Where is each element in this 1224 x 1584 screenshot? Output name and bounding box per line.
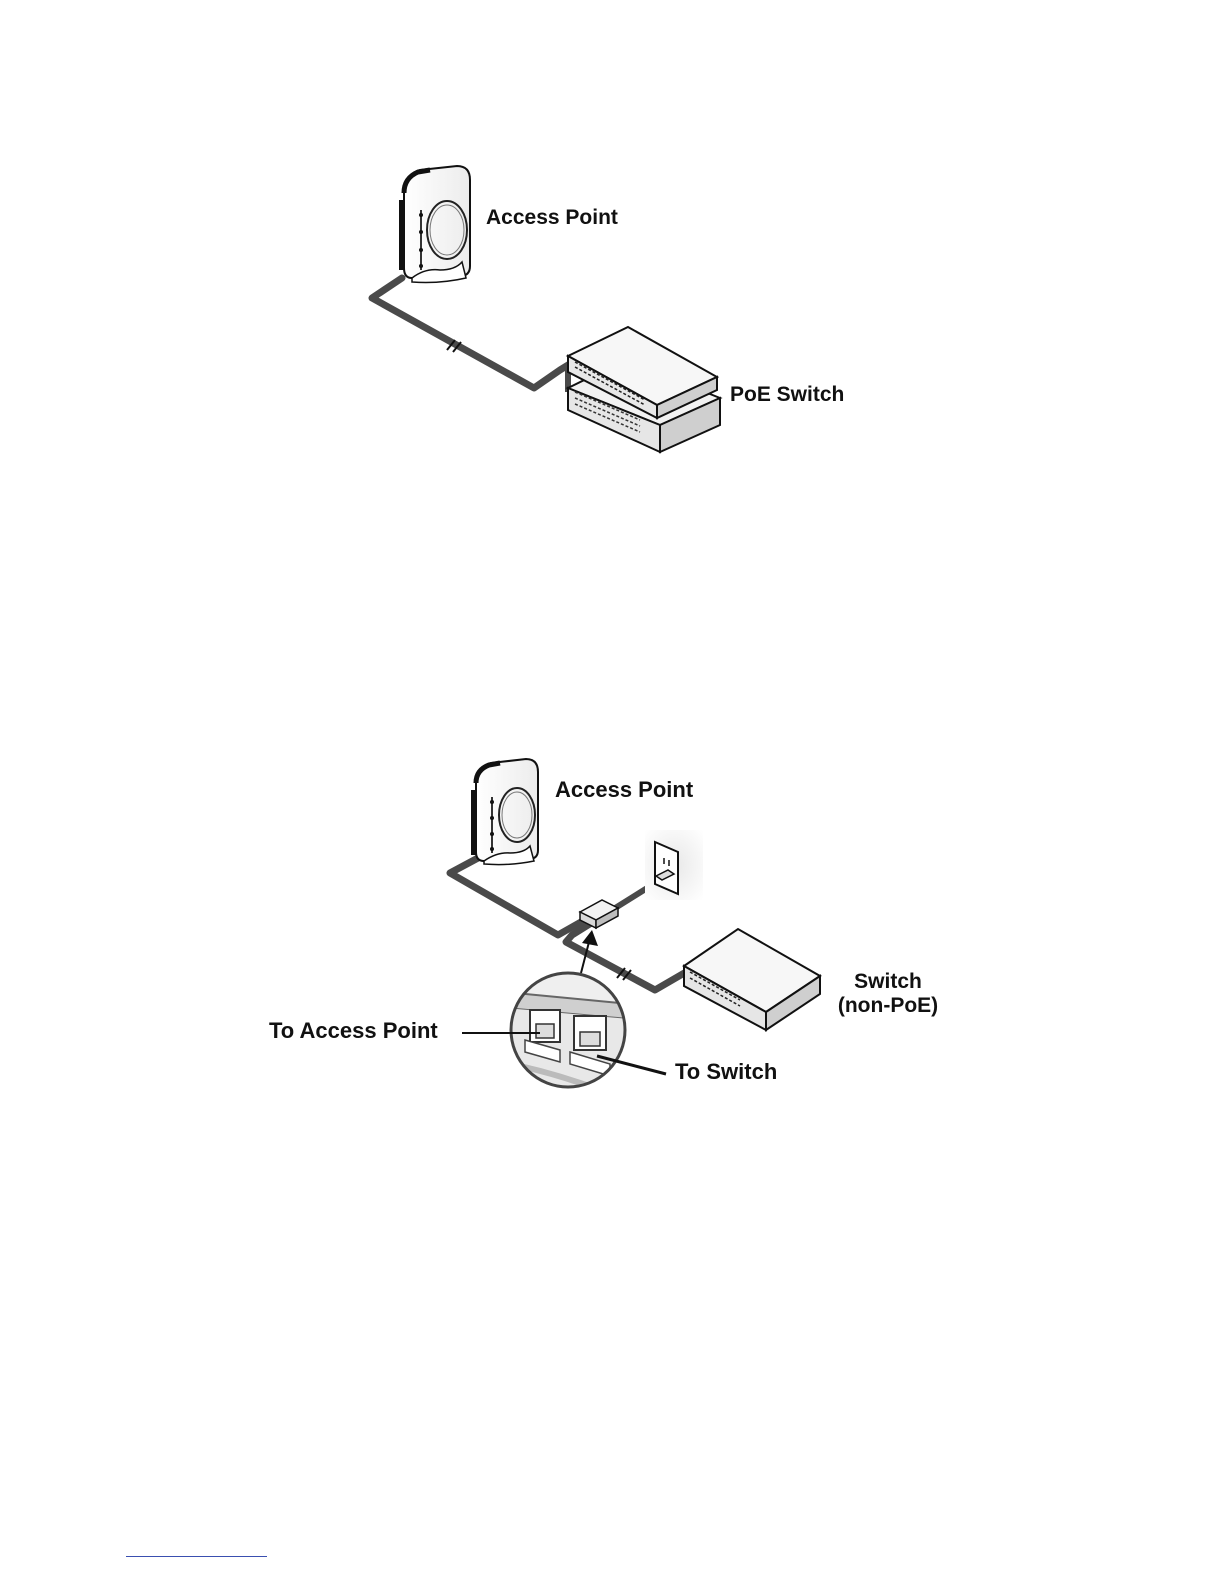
ethernet-cable-to-access-point (450, 858, 588, 935)
power-cable (612, 880, 660, 910)
wall-outlet-icon (645, 830, 703, 900)
poe-switch-label: PoE Switch (730, 383, 844, 407)
access-point-icon (474, 759, 538, 865)
ethernet-cable-to-switch (566, 920, 686, 990)
to-switch-label: To Switch (675, 1059, 777, 1084)
ethernet-cable (372, 278, 573, 392)
diagram-poe-switch (0, 0, 1224, 560)
switch-label-line2: (non-PoE) (826, 994, 950, 1018)
cable-break-icon (617, 968, 631, 980)
zoom-pointer-arrow (581, 930, 598, 973)
switch-label-line1: Switch (826, 970, 950, 994)
footnote-separator (126, 1556, 267, 1557)
switch-label: Switch (non-PoE) (826, 970, 950, 1018)
access-point-icon (402, 166, 470, 283)
access-point-label: Access Point (486, 206, 618, 230)
injector-ports-zoom (505, 973, 640, 1095)
poe-injector-icon (580, 900, 618, 928)
switch-icon (684, 929, 820, 1030)
to-switch-leader (597, 1056, 666, 1074)
poe-switch-icon (568, 327, 720, 452)
access-point-label-2: Access Point (555, 777, 693, 802)
to-access-point-label: To Access Point (269, 1018, 438, 1043)
